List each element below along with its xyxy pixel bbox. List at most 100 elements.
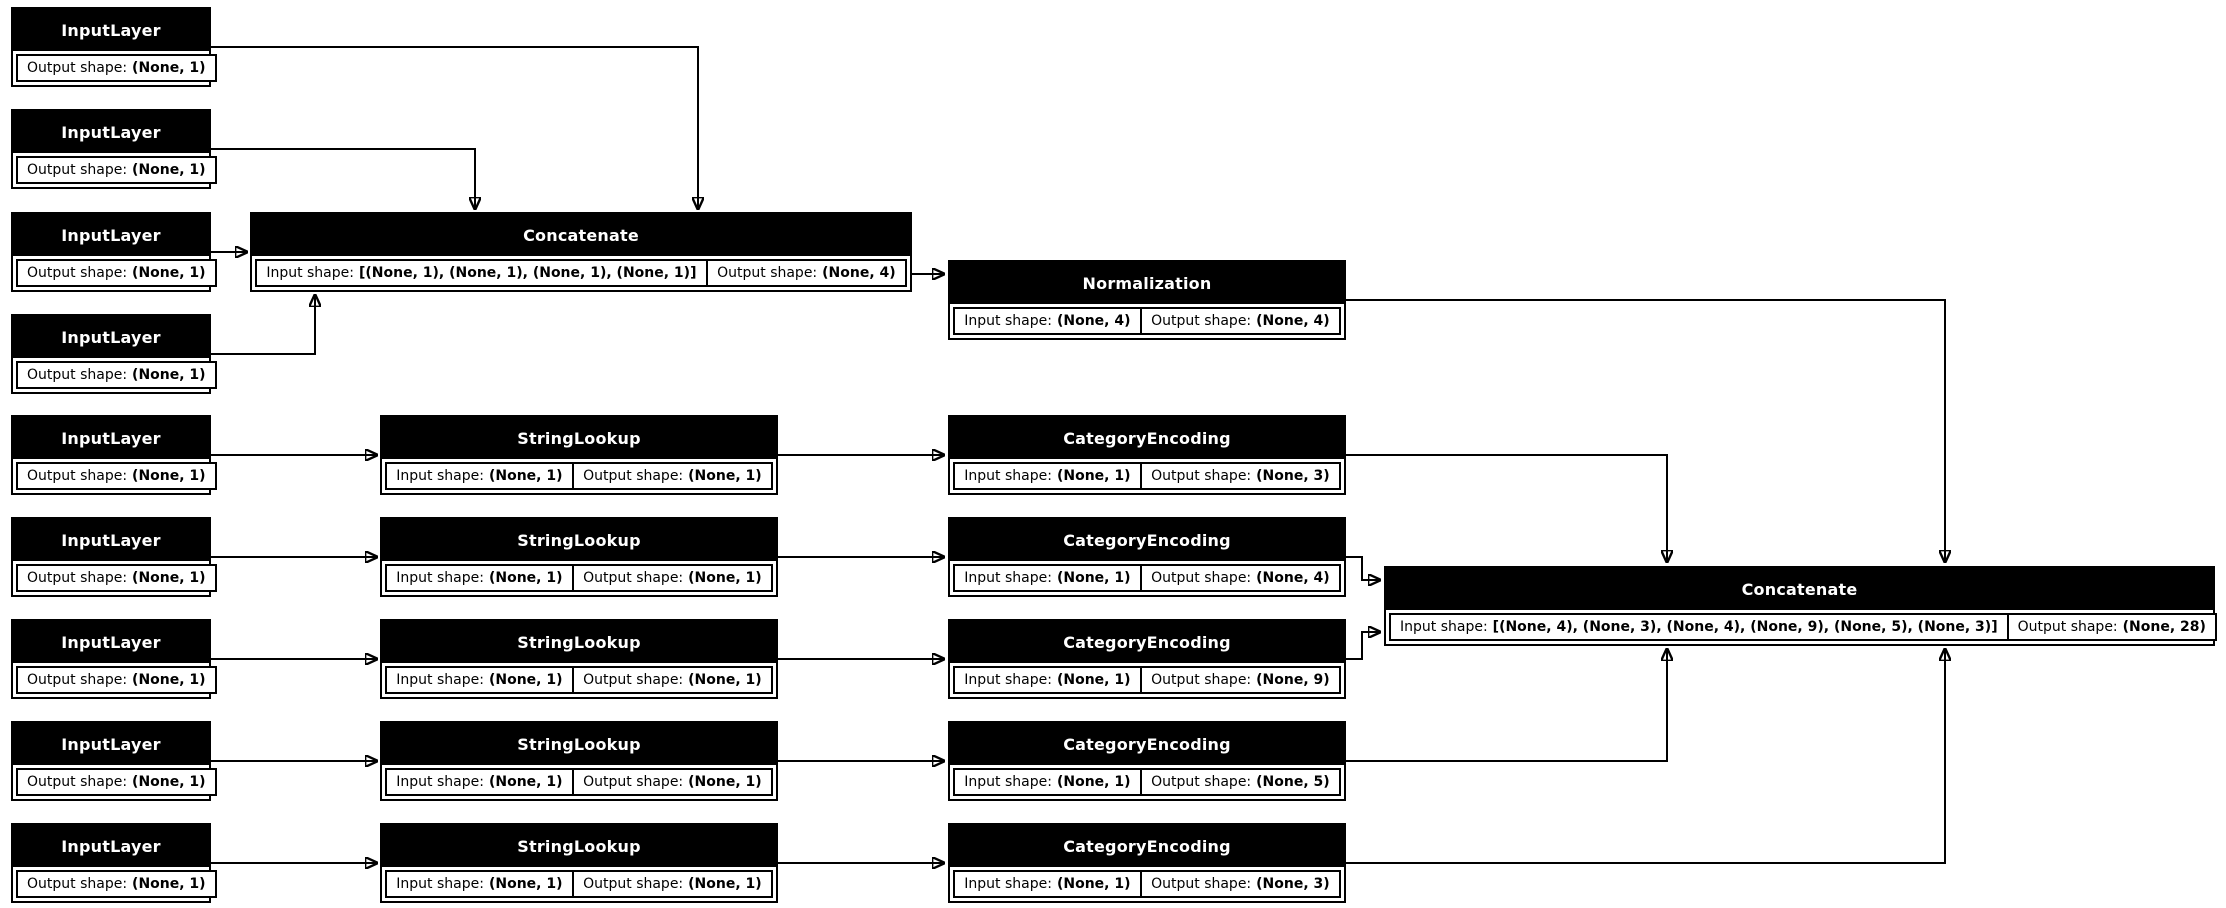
shape-cell: Output shape:(None, 1) <box>18 872 215 896</box>
shape-label: Output shape: <box>27 672 128 688</box>
shape-label: Output shape: <box>27 570 128 586</box>
shape-value: (None, 1) <box>132 774 206 790</box>
shape-value: [(None, 4), (None, 3), (None, 4), (None,… <box>1492 619 1998 635</box>
layer-type-title: InputLayer <box>61 225 161 245</box>
shape-label: Output shape: <box>1151 774 1252 790</box>
shape-value: (None, 4) <box>1056 313 1131 329</box>
shape-label: Output shape: <box>1151 468 1252 484</box>
edge-encode_5-to-concat_2 <box>1346 649 1945 864</box>
shape-label: Output shape: <box>717 265 818 281</box>
layer-type-title: InputLayer <box>61 20 161 40</box>
shape-label: Output shape: <box>583 570 684 586</box>
edge-input_4-to-concat_1 <box>210 295 315 355</box>
shape-label: Output shape: <box>1151 570 1252 586</box>
shape-value: (None, 1) <box>1056 468 1131 484</box>
layer-type-title: StringLookup <box>517 734 641 754</box>
layer-shape-row: Input shape:(None, 4)Output shape:(None,… <box>950 304 1344 338</box>
shape-label: Output shape: <box>1151 672 1252 688</box>
shape-cell-group: Output shape:(None, 1) <box>16 259 217 287</box>
edge-encode_2-to-concat_2 <box>1346 556 1380 580</box>
shape-value: (None, 3) <box>1256 468 1330 484</box>
shape-cell: Output shape:(None, 1) <box>18 261 215 285</box>
edge-encode_1-to-concat_2 <box>1346 454 1667 562</box>
layer-shape-row: Input shape:(None, 1)Output shape:(None,… <box>950 765 1344 799</box>
shape-cell-group: Input shape:[(None, 4), (None, 3), (None… <box>1389 613 2217 641</box>
shape-cell-group: Input shape:(None, 1)Output shape:(None,… <box>385 768 773 796</box>
layer-type-title: CategoryEncoding <box>1063 428 1231 448</box>
shape-cell-group: Input shape:[(None, 1), (None, 1), (None… <box>255 259 907 287</box>
layer-type-title: StringLookup <box>517 836 641 856</box>
layer-shape-row: Input shape:(None, 1) Output shape:(None,… <box>950 663 1344 697</box>
layer-shape-row: Input shape:(None, 1)Output shape:(None,… <box>950 561 1344 595</box>
edge-encode_4-to-concat_2 <box>1346 649 1667 762</box>
shape-cell: Input shape:(None, 1) <box>955 464 1140 488</box>
shape-label: Input shape: <box>964 313 1052 329</box>
layer-type-title: StringLookup <box>517 632 641 652</box>
shape-value: (None, 1) <box>1056 672 1131 688</box>
shape-cell: Output shape:(None, 9) <box>1139 668 1339 692</box>
shape-cell: Input shape:(None, 1) <box>955 872 1140 896</box>
edge-input_1-to-concat_1 <box>210 46 698 209</box>
shape-cell: Output shape:(None, 1) <box>18 56 215 80</box>
shape-cell-group: Output shape:(None, 1) <box>16 462 217 490</box>
shape-cell: Input shape:[(None, 1), (None, 1), (None… <box>257 261 706 285</box>
shape-value: (None, 1) <box>688 774 762 790</box>
layer-shape-row: Input shape:(None, 1)Output shape:(None,… <box>382 663 776 697</box>
shape-cell-group: Output shape:(None, 1) <box>16 666 217 694</box>
shape-value: (None, 1) <box>132 367 206 383</box>
shape-cell: Output shape:(None, 1) <box>571 566 771 590</box>
shape-cell: Output shape:(None, 1) <box>18 464 215 488</box>
shape-value: (None, 4) <box>1256 313 1330 329</box>
shape-cell-group: Input shape:(None, 1)Output shape:(None,… <box>385 870 773 898</box>
shape-label: Output shape: <box>583 672 684 688</box>
edge-normalization-to-concat_2 <box>1346 299 1945 562</box>
layer-type-title: InputLayer <box>61 530 161 550</box>
shape-value: (None, 9) <box>1256 672 1330 688</box>
shape-label: Output shape: <box>27 162 128 178</box>
shape-value: (None, 1) <box>132 570 206 586</box>
shape-cell: Output shape:(None, 1) <box>571 464 771 488</box>
layer-type-title: InputLayer <box>61 734 161 754</box>
shape-value: (None, 1) <box>1056 774 1131 790</box>
shape-cell: Input shape:(None, 1) <box>387 668 572 692</box>
layer-type-title: CategoryEncoding <box>1063 530 1231 550</box>
edge-input_2-to-concat_1 <box>210 148 475 209</box>
shape-label: Output shape: <box>27 468 128 484</box>
shape-cell: Input shape:(None, 1) <box>387 770 572 794</box>
shape-cell-group: Input shape:(None, 1)Output shape:(None,… <box>385 666 773 694</box>
shape-cell: Output shape:(None, 4) <box>1139 309 1339 333</box>
shape-cell-group: Output shape:(None, 1) <box>16 870 217 898</box>
shape-label: Output shape: <box>27 876 128 892</box>
shape-value: [(None, 1), (None, 1), (None, 1), (None,… <box>358 265 697 281</box>
layer-type-title: CategoryEncoding <box>1063 632 1231 652</box>
shape-cell: Output shape:(None, 4) <box>705 261 905 285</box>
layer-shape-row: Input shape:(None, 1)Output shape:(None,… <box>382 459 776 493</box>
shape-value: (None, 3) <box>1256 876 1330 892</box>
shape-label: Output shape: <box>27 265 128 281</box>
shape-cell: Output shape:(None, 3) <box>1139 464 1339 488</box>
shape-label: Input shape: <box>964 672 1052 688</box>
shape-value: (None, 4) <box>1256 570 1330 586</box>
layer-shape-row: Output shape:(None, 1) <box>13 561 217 595</box>
shape-cell-group: Input shape:(None, 1)Output shape:(None,… <box>953 870 1341 898</box>
shape-cell: Input shape:[(None, 4), (None, 3), (None… <box>1391 615 2007 639</box>
edge-encode_3-to-concat_2 <box>1346 632 1380 660</box>
shape-cell: Output shape:(None, 1) <box>571 770 771 794</box>
shape-cell-group: Output shape:(None, 1) <box>16 768 217 796</box>
shape-cell-group: Input shape:(None, 1)Output shape:(None,… <box>953 768 1341 796</box>
shape-label: Output shape: <box>583 876 684 892</box>
layer-type-title: Concatenate <box>1741 579 1858 599</box>
